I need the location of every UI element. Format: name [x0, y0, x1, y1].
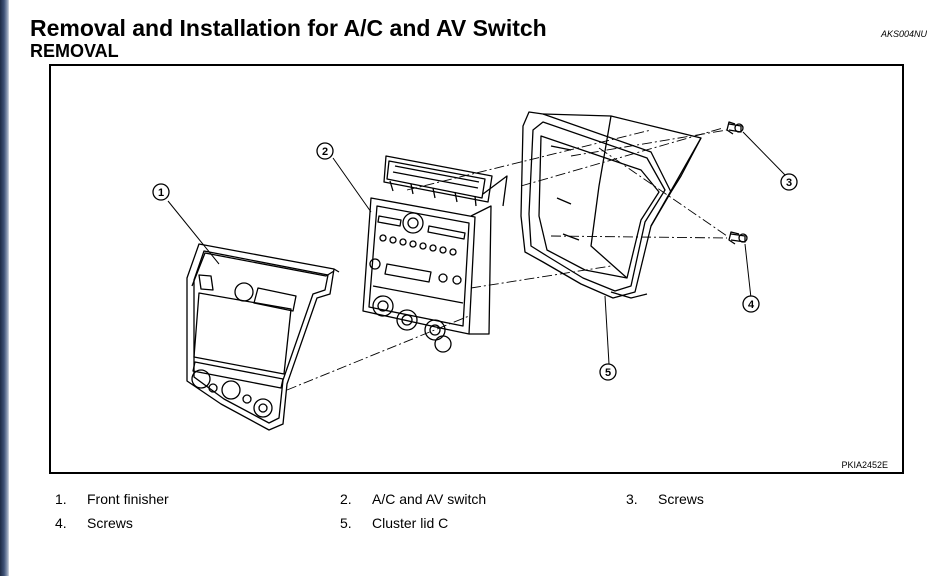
front-finisher-part [186, 243, 340, 431]
legend-label: Screws [658, 491, 704, 507]
legend-number: 1. [55, 491, 67, 507]
callout-2-label: 2 [322, 146, 328, 158]
exploded-view-drawing: 1 2 3 4 5 [152, 111, 798, 431]
ac-av-switch-part [362, 155, 508, 353]
legend-number: 4. [55, 515, 67, 531]
legend-label: Front finisher [87, 491, 169, 507]
callout-1: 1 [152, 183, 170, 201]
page-title: Removal and Installation for A/C and AV … [30, 15, 547, 41]
screw-4-part [728, 231, 748, 245]
cluster-lid-c-part [520, 111, 702, 299]
legend-label: A/C and AV switch [372, 491, 487, 507]
callout-4-label: 4 [748, 299, 755, 311]
callout-3: 3 [780, 173, 798, 191]
callout-4: 4 [742, 295, 760, 313]
legend-number: 2. [340, 491, 352, 507]
callout-5: 5 [599, 363, 617, 381]
section-heading: REMOVAL [30, 41, 119, 61]
document-code: AKS004NU [880, 29, 927, 39]
legend-label: Cluster lid C [372, 515, 449, 531]
window-left-edge [0, 0, 9, 576]
callout-5-label: 5 [605, 367, 611, 379]
figure-code: PKIA2452E [841, 460, 888, 470]
parts-legend: 1. Front finisher 2. A/C and AV switch 3… [0, 487, 941, 547]
leader-lines [167, 131, 789, 365]
callout-1-label: 1 [158, 187, 164, 199]
legend-label: Screws [87, 515, 133, 531]
callout-2: 2 [316, 142, 334, 160]
alignment-lines [286, 127, 728, 391]
screw-3-part [726, 121, 744, 135]
legend-number: 3. [626, 491, 638, 507]
legend-number: 5. [340, 515, 352, 531]
callout-3-label: 3 [786, 177, 792, 189]
exploded-view-figure: 1 2 3 4 5 PKIA2452E [49, 64, 904, 474]
